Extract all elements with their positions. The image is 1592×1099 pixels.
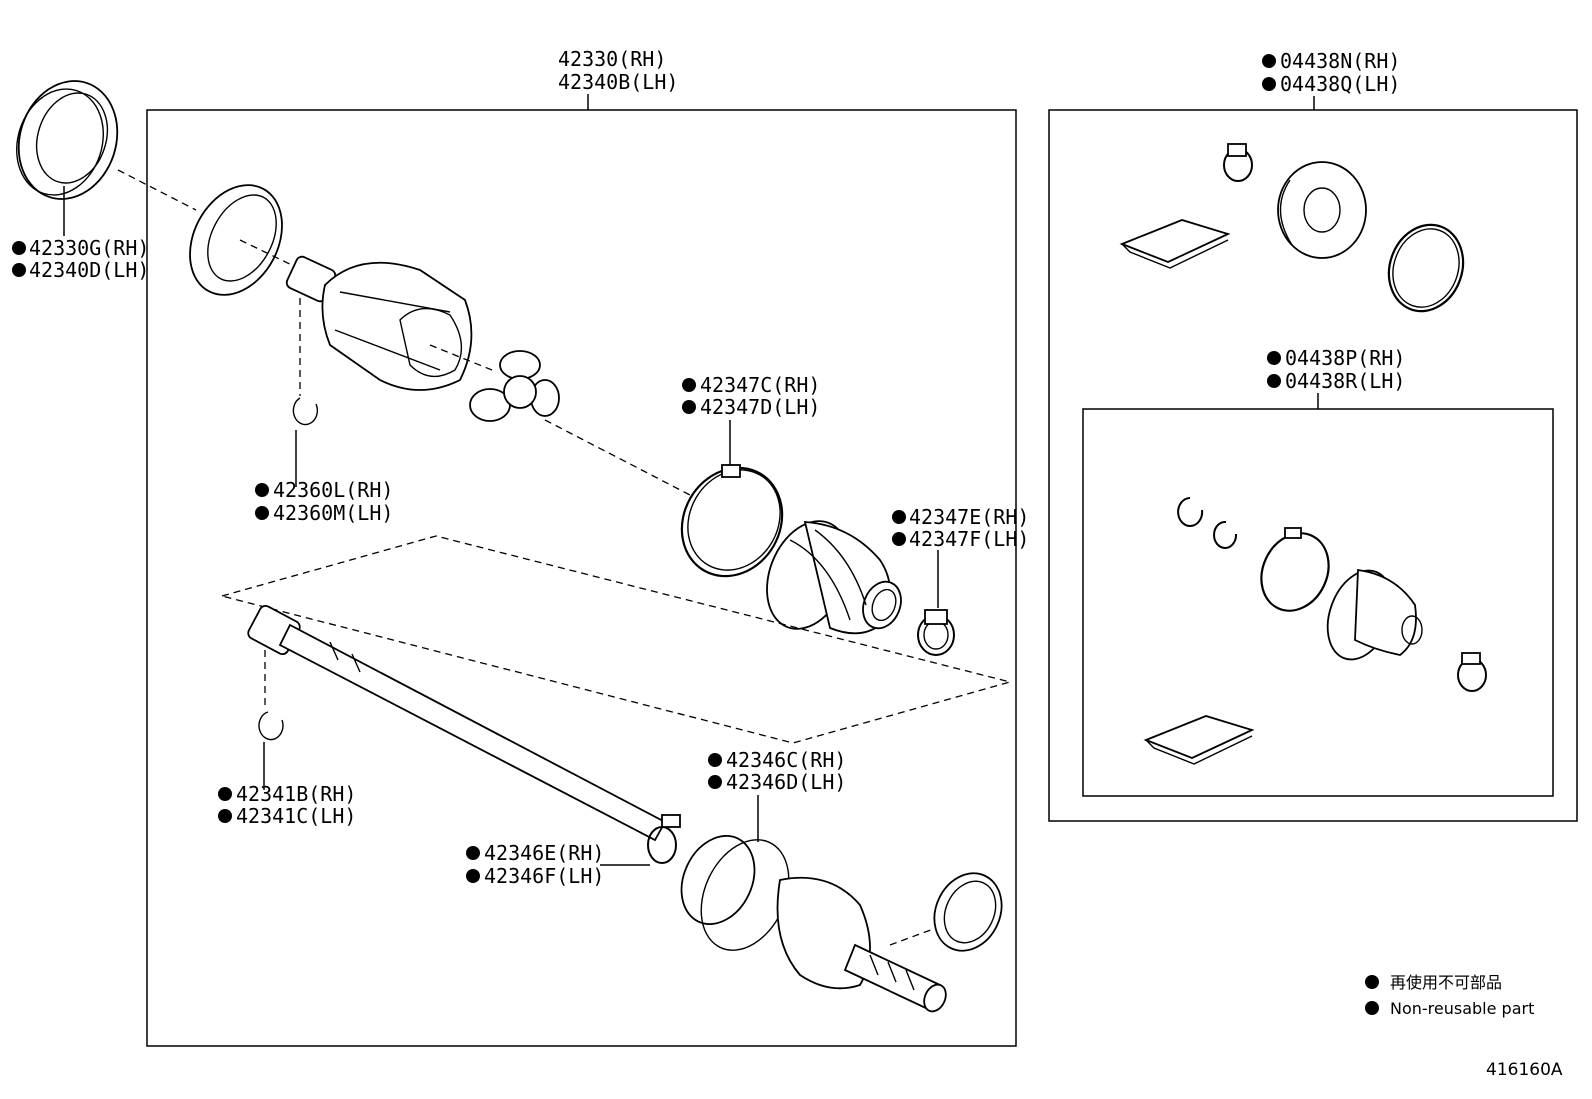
label-42346E-rh: 42346E(RH) bbox=[484, 841, 604, 865]
label-04438P-rh: 04438P(RH) bbox=[1285, 346, 1405, 370]
non-reusable-mark bbox=[466, 869, 480, 883]
non-reusable-mark bbox=[682, 400, 696, 414]
label-42347C-rh: 42347C(RH) bbox=[700, 373, 820, 397]
kit2-clamp-large-part bbox=[1260, 527, 1330, 612]
legend-mark bbox=[1365, 975, 1379, 989]
main-assembly-frame bbox=[146, 109, 1017, 1047]
label-04438N-rh: 04438N(RH) bbox=[1280, 49, 1400, 73]
label-42346C-rh: 42346C(RH) bbox=[726, 748, 846, 772]
label-42341B-rh: 42341B(RH) bbox=[236, 782, 356, 806]
kit-boot-part bbox=[1277, 161, 1367, 259]
drive-shaft-part bbox=[247, 604, 667, 842]
snap-ring-part bbox=[292, 397, 319, 426]
assembly-label-lh: 42340B(LH) bbox=[558, 70, 678, 94]
non-reusable-mark bbox=[12, 241, 26, 255]
non-reusable-mark bbox=[255, 506, 269, 520]
assembly-label-rh: 42330(RH) bbox=[558, 47, 666, 71]
boot-kit-frame bbox=[1048, 109, 1578, 822]
kit-grease-pack-part bbox=[1119, 219, 1231, 269]
non-reusable-mark bbox=[682, 378, 696, 392]
label-42360L-rh: 42360L(RH) bbox=[273, 478, 393, 502]
dash-line bbox=[889, 927, 937, 946]
label-42341B-lh: 42341C(LH) bbox=[236, 804, 356, 828]
non-reusable-mark bbox=[1267, 351, 1281, 365]
non-reusable-mark bbox=[708, 753, 722, 767]
tripod-joint-part bbox=[469, 350, 560, 422]
non-reusable-mark bbox=[218, 787, 232, 801]
kit-clamp-large-part bbox=[1387, 223, 1465, 313]
oil-seal-part bbox=[16, 80, 119, 200]
drawing-code: 416160A bbox=[1486, 1060, 1563, 1080]
label-42330G-rh: 42330G(RH) bbox=[29, 236, 149, 260]
non-reusable-mark bbox=[466, 846, 480, 860]
label-42330G-lh: 42340D(LH) bbox=[29, 258, 149, 282]
label-04438N-lh: 04438Q(LH) bbox=[1280, 72, 1400, 96]
non-reusable-mark bbox=[12, 263, 26, 277]
kit2-clamp-small-part bbox=[1457, 652, 1487, 692]
label-42346E-lh: 42346F(LH) bbox=[484, 864, 604, 888]
label-04438P-lh: 04438R(LH) bbox=[1285, 369, 1405, 393]
kit2-snap-ring-part bbox=[1177, 497, 1204, 527]
dust-deflector-part bbox=[189, 184, 283, 296]
label-42347E-lh: 42347F(LH) bbox=[909, 527, 1029, 551]
non-reusable-mark bbox=[255, 483, 269, 497]
kit2-boot-part bbox=[1326, 568, 1423, 661]
non-reusable-mark bbox=[892, 532, 906, 546]
kit2-snap-ring-part bbox=[1213, 520, 1238, 549]
legend-japanese: 再使用不可部品 bbox=[1390, 973, 1502, 992]
outboard-clamp-small-part bbox=[647, 814, 681, 864]
boot-clamp-large-part bbox=[680, 464, 784, 578]
non-reusable-mark bbox=[1267, 374, 1281, 388]
kit-clamp-small-part bbox=[1223, 143, 1253, 182]
dash-line bbox=[117, 169, 197, 211]
boot-clamp-small-part bbox=[917, 609, 955, 656]
inboard-boot-part bbox=[766, 520, 902, 635]
dash-line bbox=[239, 239, 299, 269]
non-reusable-mark bbox=[1262, 54, 1276, 68]
label-42347C-lh: 42347D(LH) bbox=[700, 395, 820, 419]
label-42346C-lh: 42346D(LH) bbox=[726, 770, 846, 794]
non-reusable-mark bbox=[218, 809, 232, 823]
non-reusable-mark bbox=[708, 775, 722, 789]
outboard-seal-part bbox=[933, 872, 1003, 952]
dash-line bbox=[544, 419, 691, 496]
shaft-group-outline bbox=[219, 535, 1013, 744]
non-reusable-mark bbox=[892, 510, 906, 524]
legend-mark bbox=[1365, 1001, 1379, 1015]
non-reusable-mark bbox=[1262, 77, 1276, 91]
label-42360L-lh: 42360M(LH) bbox=[273, 501, 393, 525]
legend-english: Non-reusable part bbox=[1390, 999, 1534, 1018]
label-42347E-rh: 42347E(RH) bbox=[909, 505, 1029, 529]
kit2-grease-pack-part bbox=[1143, 715, 1255, 765]
snap-ring-shaft-part bbox=[258, 711, 284, 741]
inboard-joint-housing-part bbox=[285, 255, 473, 391]
outboard-joint-part bbox=[680, 835, 947, 1013]
